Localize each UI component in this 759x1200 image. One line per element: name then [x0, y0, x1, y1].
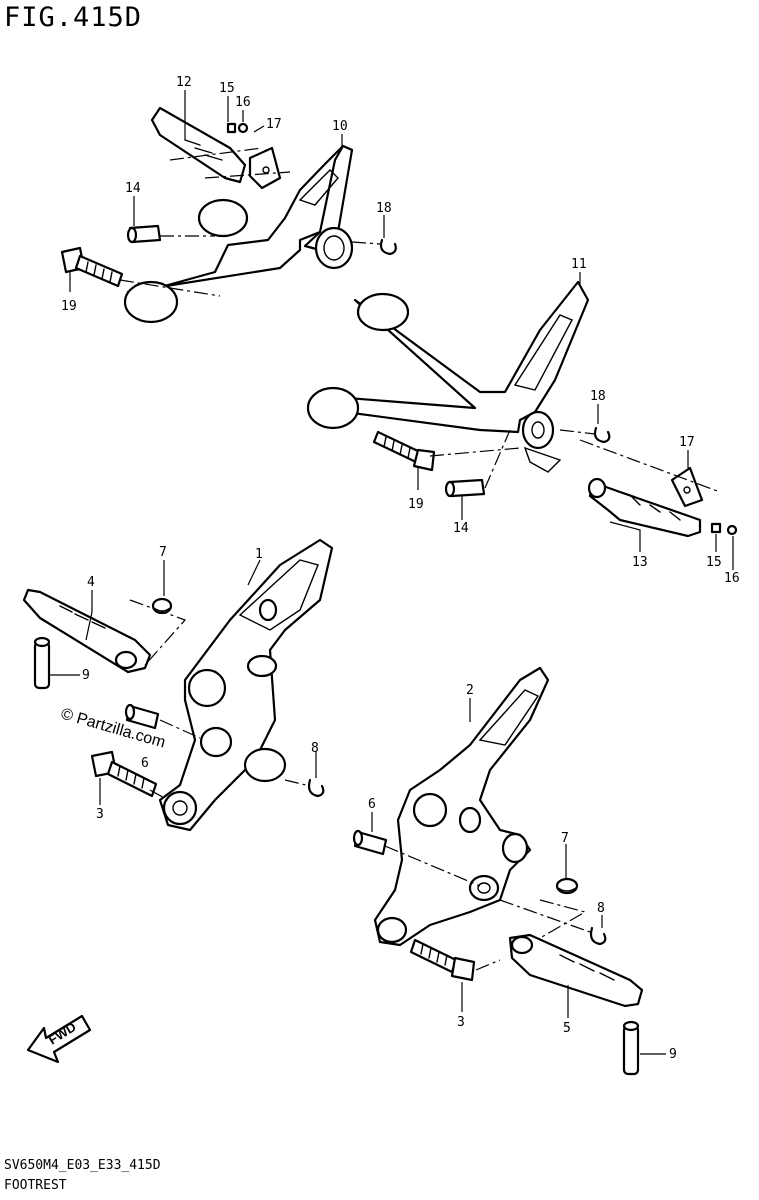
front-bracket-right-part-2[interactable] [373, 666, 550, 947]
callout-8-right: 8 [597, 901, 605, 916]
pin-left-part-14[interactable] [126, 224, 162, 244]
figure-title: FIG.415D [4, 2, 143, 33]
callout-7-left: 7 [159, 545, 167, 560]
clip-right-part-8[interactable] [589, 926, 607, 946]
callout-8-left: 8 [311, 741, 319, 756]
clip-right-part-18[interactable] [593, 426, 611, 444]
plate-left-part-17[interactable] [248, 146, 282, 190]
callout-10: 10 [332, 119, 348, 134]
rear-footpeg-right-part-13[interactable] [587, 477, 702, 538]
spring-left-part-15[interactable] [226, 122, 237, 134]
pin-left-part-9[interactable] [33, 636, 51, 690]
callout-17-left: 17 [266, 117, 282, 132]
spring-left-part-7[interactable] [151, 597, 173, 615]
callout-19-left: 19 [61, 299, 77, 314]
callout-3-right: 3 [457, 1015, 465, 1030]
pin-right-part-9[interactable] [622, 1020, 640, 1076]
callout-12: 12 [176, 75, 192, 90]
callout-7-right: 7 [561, 831, 569, 846]
bolt-right-part-19[interactable] [372, 430, 436, 472]
front-bracket-left-part-1[interactable] [158, 538, 334, 832]
rear-footpeg-left-part-12[interactable] [150, 106, 247, 184]
callout-16-right: 16 [724, 571, 740, 586]
callout-15-left: 15 [219, 81, 235, 96]
figure-name: FOOTREST [4, 1178, 67, 1193]
front-footpeg-left-part-4[interactable] [22, 588, 152, 674]
pin-right-part-6[interactable] [352, 829, 388, 856]
fwd-arrow: FWD [26, 1014, 92, 1064]
spring-right-part-15[interactable] [710, 522, 722, 534]
bolt-left-part-3[interactable] [90, 750, 158, 798]
callout-9-left: 9 [82, 668, 90, 683]
clip-left-part-8[interactable] [307, 778, 325, 798]
callout-3-left: 3 [96, 807, 104, 822]
callout-19-right: 19 [408, 497, 424, 512]
spring-right-part-7[interactable] [555, 877, 579, 895]
callout-14-right: 14 [453, 521, 469, 536]
ball-right-part-16[interactable] [726, 524, 738, 536]
pin-right-part-14[interactable] [444, 478, 486, 498]
rear-bracket-right-part-11[interactable] [306, 280, 590, 473]
callout-17-right: 17 [679, 435, 695, 450]
rear-bracket-left-part-10[interactable] [123, 144, 354, 324]
front-footpeg-right-part-5[interactable] [508, 933, 644, 1008]
callout-15-right: 15 [706, 555, 722, 570]
clip-left-part-18[interactable] [379, 238, 397, 256]
callout-18-left: 18 [376, 201, 392, 216]
callout-1: 1 [255, 547, 263, 562]
callout-6-right: 6 [368, 797, 376, 812]
callout-4: 4 [87, 575, 95, 590]
callout-5: 5 [563, 1021, 571, 1036]
callout-16-left: 16 [235, 95, 251, 110]
callout-9-right: 9 [669, 1047, 677, 1062]
callout-2: 2 [466, 683, 474, 698]
figure-code: SV650M4_E03_E33_415D [4, 1158, 161, 1173]
ball-left-part-16[interactable] [237, 122, 249, 134]
callout-6-left: 6 [141, 756, 149, 771]
bolt-right-part-3[interactable] [409, 938, 476, 982]
pin-left-part-6[interactable] [124, 703, 160, 730]
leader-lines [50, 90, 734, 1055]
bolt-left-part-19[interactable] [60, 246, 124, 288]
callout-18-right: 18 [590, 389, 606, 404]
callout-13: 13 [632, 555, 648, 570]
callout-14-left: 14 [125, 181, 141, 196]
callout-11: 11 [571, 257, 587, 272]
assembly-lines [119, 147, 721, 971]
